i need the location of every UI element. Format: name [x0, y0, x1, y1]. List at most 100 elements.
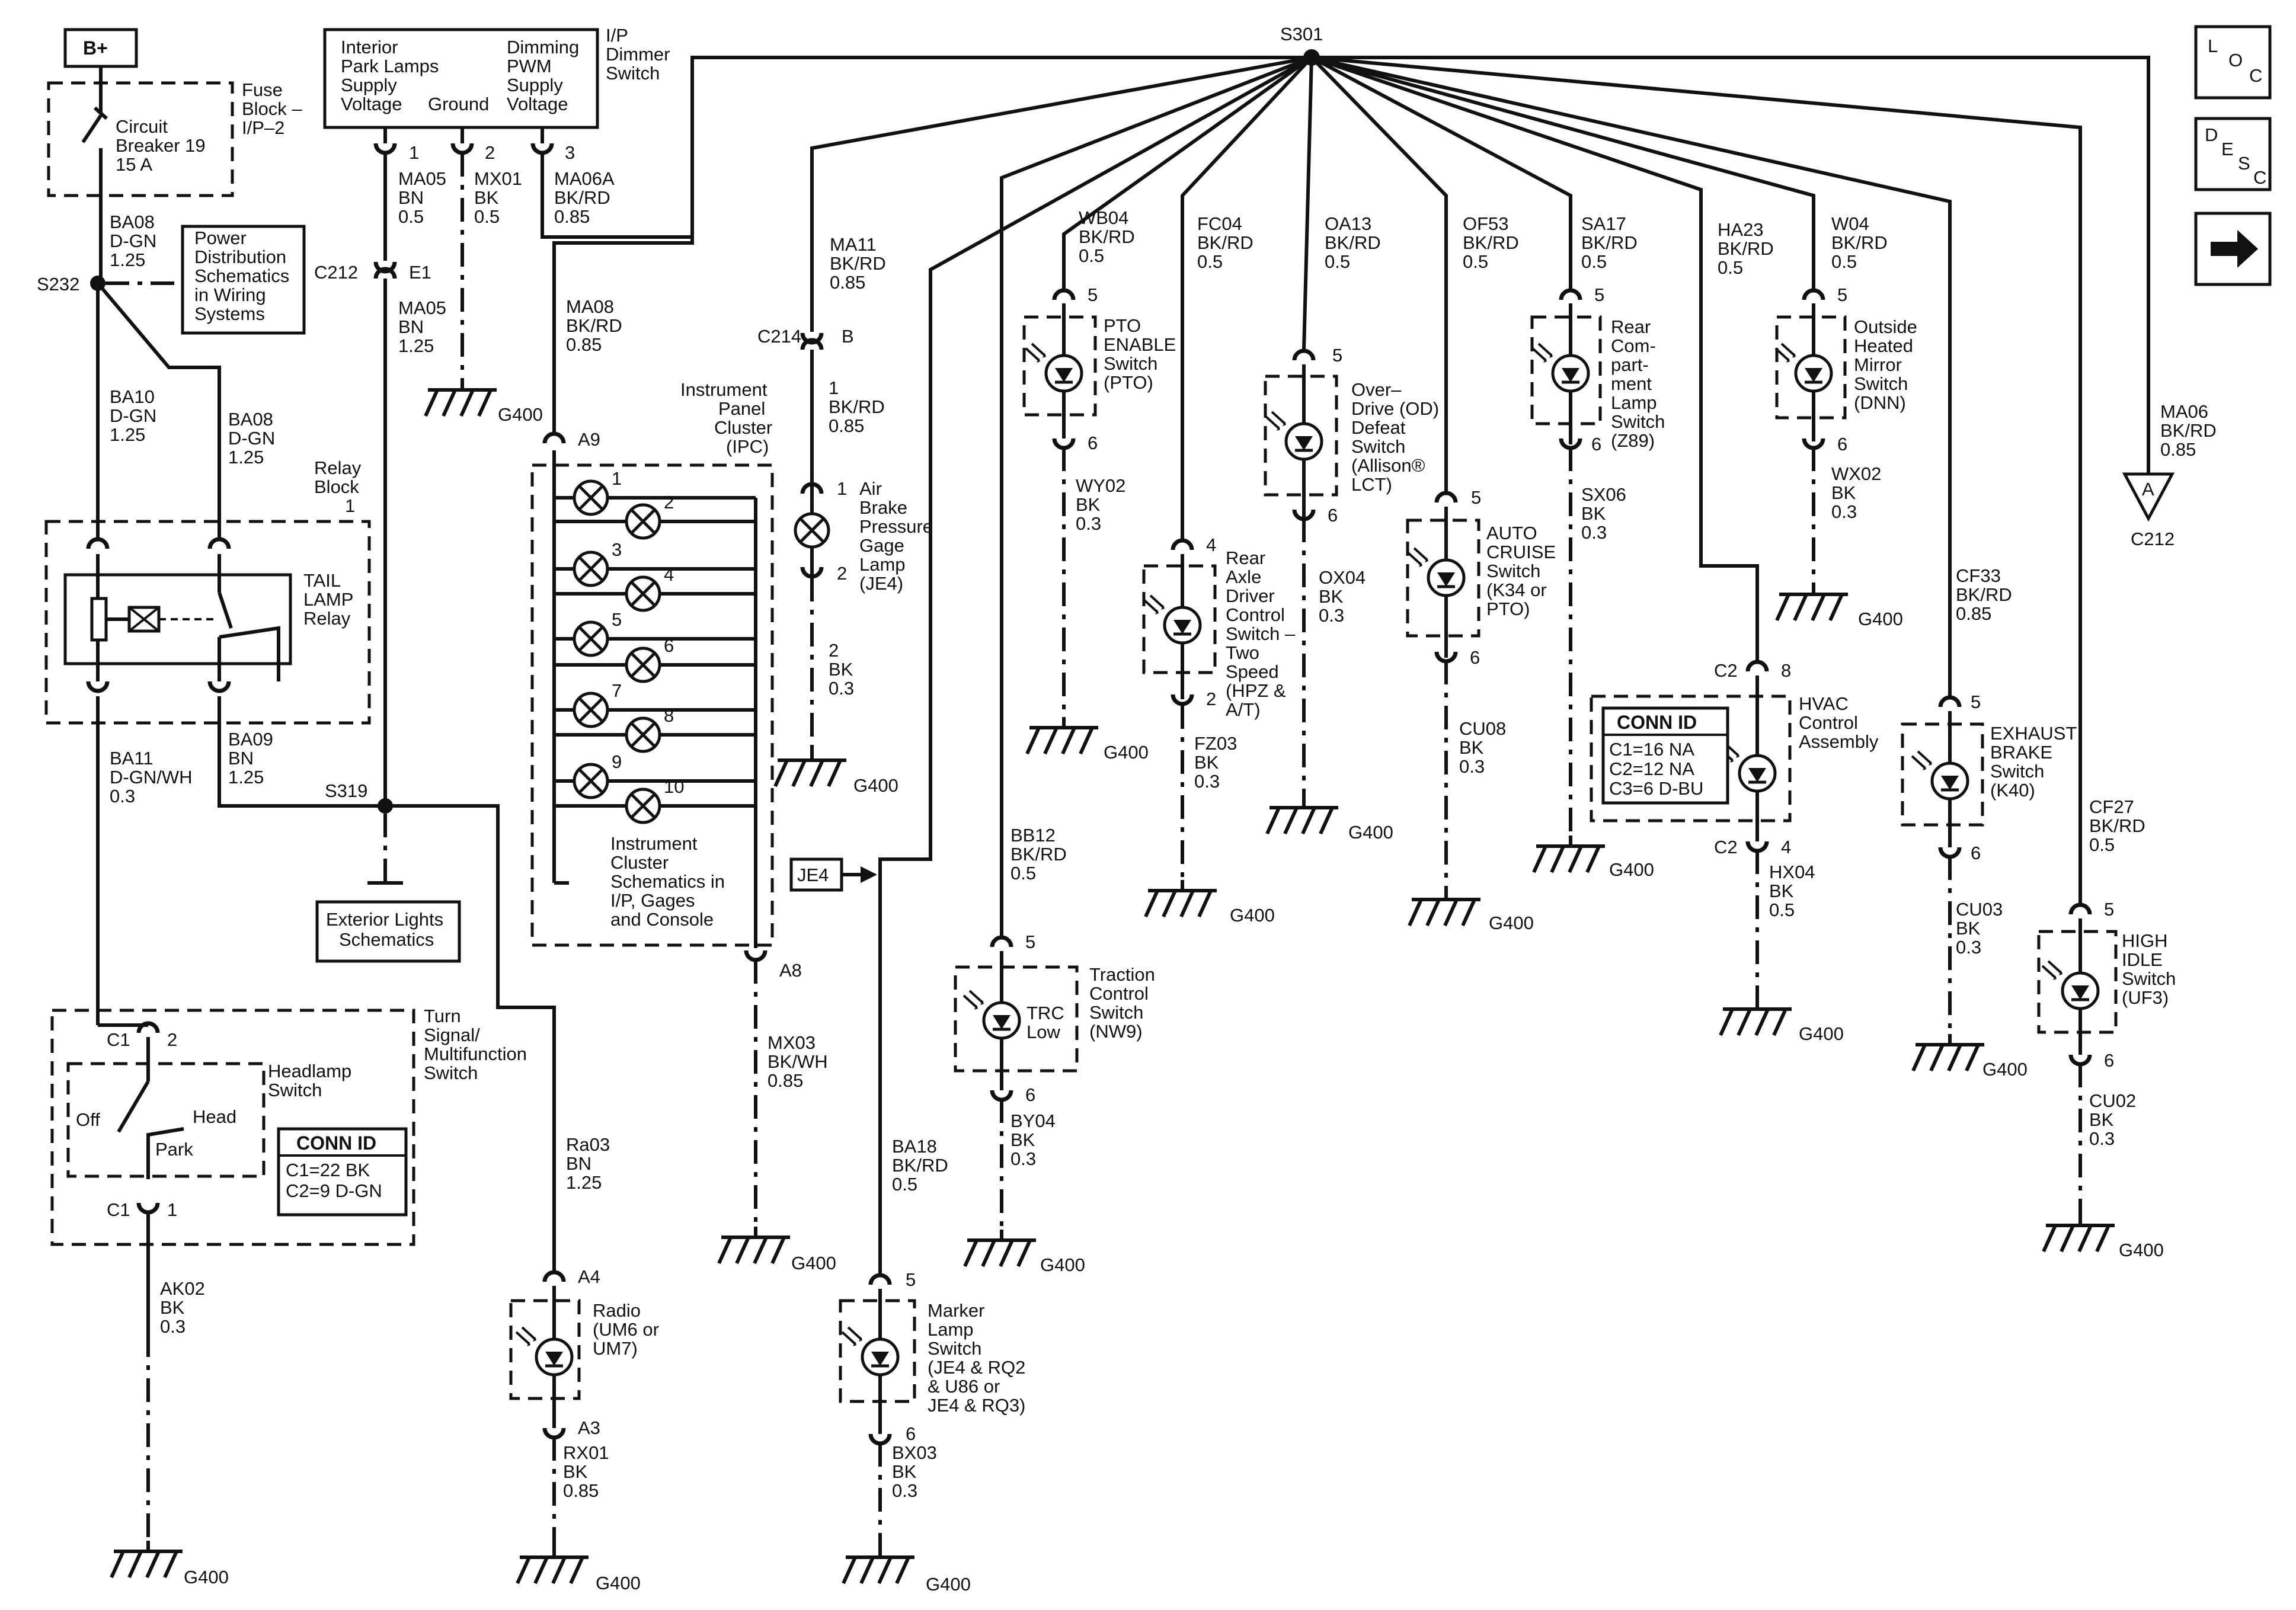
wire-rx01-l2: BK [563, 1461, 588, 1482]
wire-sx06-l1: SX06 [1581, 484, 1626, 505]
dimmer-ground: G400 [498, 404, 543, 425]
marker-lamp-switch [839, 1299, 916, 1403]
power-distribution-ref[interactable] [181, 225, 306, 335]
ipc-lamp-8: 8 [664, 705, 674, 726]
wire-ba09-l3: 1.25 [228, 767, 264, 788]
ipc-lamp-9: 9 [612, 751, 622, 772]
wire-ba18-l1: BA18 [892, 1136, 937, 1157]
ipc-name-l2: Panel [718, 398, 765, 419]
rear-comp-name-l3: part- [1611, 354, 1649, 375]
wire-ma08-l1: MA08 [566, 296, 614, 317]
headlamp-head: Head [193, 1106, 236, 1127]
headlamp-name-l1: Headlamp [268, 1061, 351, 1081]
pto-name-l1: PTO [1104, 315, 1141, 336]
wire-cu03-l3: 0.3 [1956, 937, 1981, 958]
wire-wb04-l1: WB04 [1079, 207, 1128, 228]
pto-name-l3: Switch [1104, 353, 1157, 374]
wire-of53-l2: BK/RD [1463, 232, 1519, 253]
ma06-conn: C212 [2131, 529, 2175, 549]
fuse-block-l2: Block – [242, 98, 302, 119]
wire-ab1-l3: 0.85 [829, 415, 864, 436]
wire-wx02-l3: 0.3 [1831, 501, 1857, 522]
splice-s319-label: S319 [325, 780, 367, 801]
turn-conn-l2: C2=9 D-GN [286, 1180, 382, 1201]
traction-name-l2: Control [1089, 983, 1149, 1004]
air-brake-pin-top: 1 [837, 478, 847, 499]
pto-ground: G400 [1104, 742, 1149, 763]
ext-lights-l1: Exterior Lights [326, 909, 443, 930]
wire-ak02-l3: 0.3 [160, 1316, 186, 1337]
mirror-name-l3: Mirror [1854, 354, 1902, 375]
desc-button[interactable]: D E S C [2194, 117, 2272, 191]
wire-ba18-l2: BK/RD [892, 1155, 948, 1176]
wire-bx03-l1: BX03 [892, 1442, 937, 1463]
ipc-pin-a9: A9 [578, 429, 600, 450]
wire-ha23-l3: 0.5 [1718, 257, 1743, 278]
wire-ma06a-l1: MA06A [554, 168, 615, 189]
wire-ba09-l2: BN [228, 748, 254, 769]
ipc-lamp-1: 1 [612, 468, 622, 489]
desc-s: S [2238, 153, 2250, 174]
wire-oa13-l2: BK/RD [1325, 232, 1381, 253]
desc-e: E [2221, 139, 2234, 159]
wire-ba11-l2: D-GN/WH [110, 767, 192, 788]
traction-pin-bot: 6 [1025, 1084, 1035, 1105]
turn-c1-bot: C1 [107, 1199, 130, 1220]
wire-fz03-l1: FZ03 [1194, 733, 1237, 754]
rear-comp-name-l6: Switch [1611, 411, 1665, 432]
loc-button[interactable]: L O C [2194, 25, 2272, 100]
wire-bb12-l3: 0.5 [1011, 863, 1036, 884]
wire-ba10-l3: 1.25 [110, 424, 145, 445]
cruise-name-l1: AUTO [1486, 523, 1537, 543]
wire-ha23-l2: BK/RD [1718, 238, 1774, 259]
exhaust-pin-bot: 6 [1971, 843, 1981, 863]
rear-comp-pin-bot: 6 [1591, 434, 1601, 454]
wire-ba09-l1: BA09 [228, 729, 273, 750]
wire-ba10-l1: BA10 [110, 386, 155, 407]
overdrive-pin-bot: 6 [1328, 505, 1338, 526]
relay-block [44, 520, 371, 725]
dimmer-col2: Ground [428, 94, 489, 114]
wire-of53-l3: 0.5 [1463, 251, 1488, 272]
high-idle-name-l1: HIGH [2122, 930, 2168, 951]
exhaust-name-l4: (K40) [1990, 780, 2035, 801]
conn-c214-pin: B [842, 326, 854, 347]
ipc-lamp-10: 10 [664, 776, 684, 797]
je4-tag-label: JE4 [797, 865, 829, 885]
headlamp-switch-blade [117, 1080, 150, 1133]
hvac-conn-l2: C2=12 NA [1609, 758, 1694, 779]
turn-c1-bot-pin: 1 [167, 1199, 177, 1220]
overdrive-name-l3: Defeat [1351, 417, 1406, 438]
wire-cu03-l1: CU03 [1956, 899, 2003, 920]
mirror-pin-bot: 6 [1837, 434, 1847, 454]
wire-ma06-l1: MA06 [2160, 401, 2208, 422]
instrument-panel-cluster [530, 463, 774, 947]
air-brake-name-l6: (JE4) [859, 573, 903, 594]
exterior-lights-ref[interactable] [315, 900, 461, 963]
overdrive-name-l5: (Allison® [1351, 455, 1425, 476]
ipc-lamp-2: 2 [664, 492, 674, 513]
wire-wx02-l1: WX02 [1831, 463, 1881, 484]
turn-name-l2: Signal/ [424, 1025, 480, 1045]
wire-wy02-l1: WY02 [1076, 475, 1125, 496]
marker-name-l2: Lamp [928, 1319, 974, 1340]
wire-ma11-l1: MA11 [830, 234, 877, 255]
ipc-ref-l4: I/P, Gages [610, 890, 695, 911]
marker-pin-bot: 6 [906, 1423, 916, 1444]
loc-c: C [2249, 65, 2262, 86]
dimmer-col3-l3: Supply [507, 75, 563, 95]
wire-ba08b-l3: 1.25 [228, 447, 264, 468]
mirror-ground: G400 [1858, 609, 1903, 629]
next-page-button[interactable] [2194, 212, 2272, 286]
conn-c212-pin: E1 [409, 262, 431, 283]
dimmer-col1-l3: Supply [341, 75, 397, 95]
exhaust-name-l1: EXHAUST [1990, 723, 2077, 744]
high-idle-name-l4: (UF3) [2122, 987, 2169, 1008]
air-brake-name-l4: Gage [859, 535, 904, 556]
ipc-ref-l2: Cluster [610, 852, 669, 873]
hvac-ground: G400 [1799, 1023, 1844, 1044]
dimmer-col3-l1: Dimming [507, 37, 579, 57]
headlamp-name-l2: Switch [268, 1080, 322, 1100]
marker-name-l5: & U86 or [928, 1376, 1000, 1397]
wire-rx01-l3: 0.85 [563, 1480, 599, 1501]
